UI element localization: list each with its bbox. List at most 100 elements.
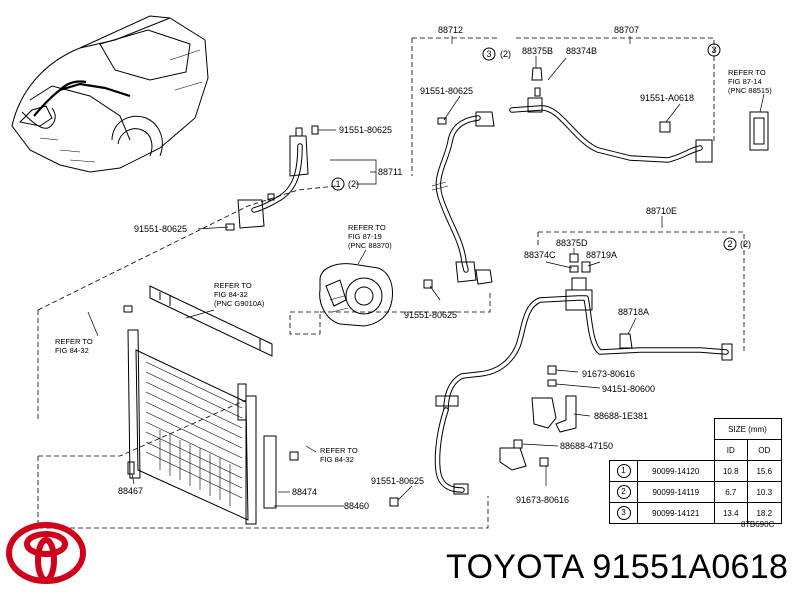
callout-88375D: 88375D [556, 238, 588, 248]
boundary-88707 [516, 37, 715, 144]
size-ref-2-mid: (2) [348, 179, 359, 189]
refer-fig87-19-line2: FIG 87-19 [348, 232, 382, 241]
row-id: 10.8 [713, 460, 748, 482]
callout-88718A: 88718A [618, 307, 649, 317]
callout-91551-80625-c: 91551-80625 [134, 224, 187, 234]
callout-91551-80625-a: 91551-80625 [420, 86, 473, 96]
size-ref-3-right: 3 [711, 45, 716, 55]
refer-fig84-32-left-line2: FIG 84-32 [55, 346, 89, 355]
boundary-top [37, 185, 337, 311]
row-od: 18.2 [747, 502, 782, 524]
table-row: 3 90099-14121 13.4 18.2 [609, 502, 782, 524]
size-table-column-row: ID OD [610, 439, 782, 461]
row-part-number: 90099-14121 [637, 502, 715, 524]
callout-88467: 88467 [118, 486, 143, 496]
callout-88707: 88707 [614, 25, 639, 35]
vehicle-illustration [11, 15, 209, 173]
boundary-bottom [37, 456, 489, 529]
callout-91551-80625-b: 91551-80625 [339, 125, 392, 135]
leader-lines [87, 36, 765, 507]
condenser-assembly [123, 285, 299, 525]
column-id: ID [713, 439, 748, 461]
callout-88710E: 88710E [646, 206, 677, 216]
size-ref-2-right: 2 [727, 239, 732, 249]
refer-fig87-19-line3: (PNC 88370) [348, 241, 392, 250]
refer-fig84-32-pnc-line3: (PNC G9010A) [214, 299, 265, 308]
row-ref: 1 [609, 460, 638, 482]
callout-88688-1E381: 88688-1E381 [594, 411, 648, 421]
size-ref-circle [707, 43, 721, 57]
size-ref-markers: 3 (2) 3 1 (2) 2 (2) [331, 43, 751, 251]
callout-91673-80616-a: 91673-80616 [582, 369, 635, 379]
size-ref-1-mid: 1 [335, 179, 340, 189]
hose-size-table: SIZE (mm) ID OD 1 90099-14120 10.8 15.6 … [609, 418, 782, 524]
row-od: 10.3 [747, 481, 782, 503]
callout-91551-A0618: 91551-A0618 [640, 93, 694, 103]
row-part-number: 90099-14120 [637, 460, 715, 482]
refer-fig84-32-right-line1: REFER TO [320, 446, 358, 455]
size-ref-2-right-paren: (2) [740, 239, 751, 249]
ref-circle: 2 [616, 485, 631, 499]
table-blank [610, 440, 638, 461]
row-ref: 3 [609, 502, 638, 524]
part-number: 91551A0618 [592, 548, 789, 586]
refer-fig84-32-pnc-line1: REFER TO [214, 281, 252, 290]
column-od: OD [747, 439, 782, 461]
size-table-header-row: SIZE (mm) [610, 418, 782, 440]
row-id: 6.7 [713, 481, 748, 503]
refer-fig84-32-right-line2: FIG 84-32 [320, 455, 354, 464]
compressor [319, 263, 433, 327]
table-blank [638, 440, 715, 461]
size-ref-circle [723, 237, 737, 251]
ref-circle: 1 [616, 464, 631, 478]
size-ref-3-top: 3 [486, 49, 491, 59]
size-ref-circle [331, 177, 345, 191]
callout-88374C: 88374C [524, 250, 556, 260]
callout-88711: 88711 [378, 167, 402, 177]
compressor-ref-frame [320, 290, 491, 313]
refer-notes: REFER TO FIG 87-14 (PNC 88515) REFER TO … [55, 68, 772, 464]
callout-91551-80625-d: 91551-80625 [404, 310, 457, 320]
table-blank [610, 419, 638, 440]
boundary-88712 [411, 37, 500, 176]
pipe-88712 [431, 111, 495, 285]
callout-91673-80616-b: 91673-80616 [516, 495, 569, 505]
hose-88711 [225, 125, 319, 231]
callout-88374B: 88374B [566, 46, 597, 56]
refer-fig87-14-line1: REFER TO [728, 68, 766, 77]
boundary-88710E [538, 231, 745, 354]
size-header: SIZE (mm) [713, 418, 782, 440]
callout-91551-80625-e: 91551-80625 [371, 476, 424, 486]
callout-88712: 88712 [438, 25, 463, 35]
brand-part-number-caption: TOYOTA 91551A0618 [446, 548, 788, 587]
diagram-code: 87B690C [741, 520, 775, 529]
refer-fig84-32-left-line1: REFER TO [55, 337, 93, 346]
refer-fig87-14-line2: FIG 87-14 [728, 77, 762, 86]
callout-88474: 88474 [292, 487, 317, 497]
toyota-logo [6, 522, 86, 584]
callout-94151-80600: 94151-80600 [602, 384, 655, 394]
callout-88688-47150: 88688-47150 [560, 441, 613, 451]
refer-fig87-14-line3: (PNC 88515) [728, 86, 772, 95]
pipe-88710E [434, 253, 733, 495]
callout-88375B: 88375B [522, 46, 553, 56]
table-row: 2 90099-14119 6.7 10.3 [609, 481, 782, 503]
refer-fig84-32-pnc-line2: FIG 84-32 [214, 290, 248, 299]
size-ref-2-top: (2) [500, 49, 511, 59]
row-od: 15.6 [747, 460, 782, 482]
callout-88719A: 88719A [586, 250, 617, 260]
part-callouts: 88712 88707 88375B 88374B 91551-80625 91… [118, 25, 694, 511]
size-ref-circle [482, 47, 496, 61]
boundary-mid [38, 399, 247, 457]
compressor-ref-box [289, 311, 321, 335]
ref-circle: 3 [616, 506, 631, 520]
refer-fig87-19-line1: REFER TO [348, 223, 386, 232]
row-ref: 2 [609, 481, 638, 503]
callout-88460: 88460 [344, 501, 369, 511]
brand-name: TOYOTA [446, 548, 583, 586]
row-part-number: 90099-14119 [637, 481, 715, 503]
table-blank [638, 419, 715, 440]
bracket-assembly [389, 365, 577, 507]
